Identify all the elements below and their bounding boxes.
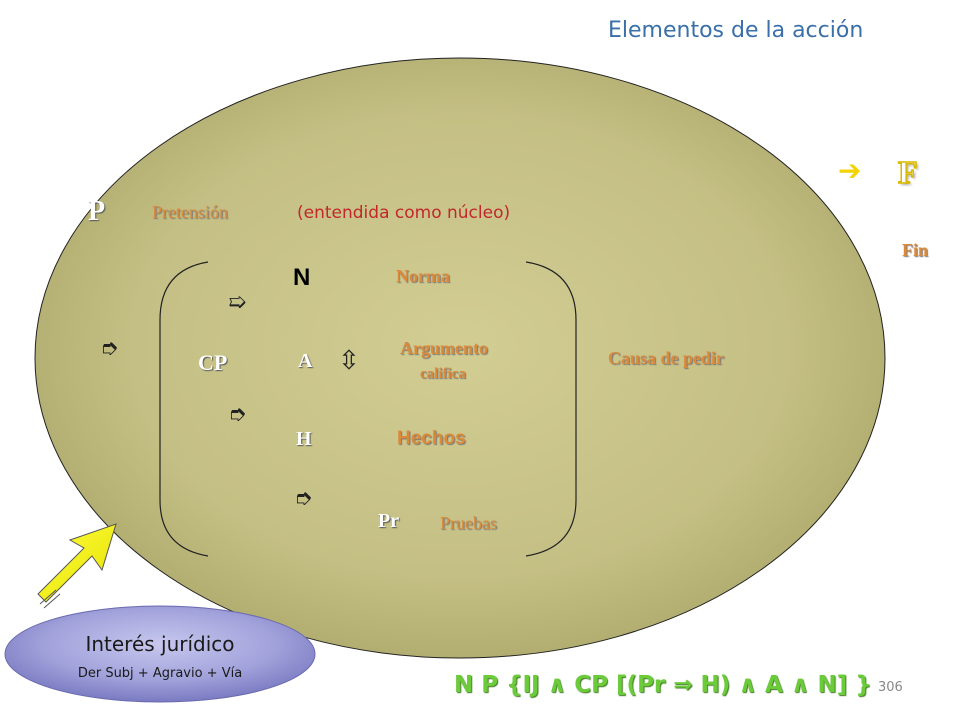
causa-de-pedir-label: Causa de pedir xyxy=(608,348,725,368)
cp-right-bracket xyxy=(525,261,577,557)
cp-letter: CP xyxy=(198,350,228,375)
norma-label: Norma xyxy=(396,266,450,286)
arrow-to-norma-icon: ➯ xyxy=(228,290,247,315)
interes-ellipse xyxy=(4,605,316,703)
cp-left-bracket xyxy=(159,261,209,557)
pruebas-label: Pruebas xyxy=(440,513,497,533)
formula: N P {IJ ∧ CP [(Pr ⇒ H) ∧ A ∧ N] } xyxy=(454,672,872,698)
argumento-label: Argumento xyxy=(400,338,488,358)
pretension-description: (entendida como núcleo) xyxy=(297,203,511,223)
pretension-label: Pretensión xyxy=(152,202,228,222)
pretension-ellipse xyxy=(34,57,886,659)
argumento-letter: A xyxy=(298,350,313,372)
fin-label: Fin xyxy=(902,240,929,260)
interes-title: Interés jurídico xyxy=(85,632,235,656)
right-arrow-icon: ➔ xyxy=(838,154,862,187)
fin-letter: F xyxy=(897,153,918,191)
pruebas-letter: Pr xyxy=(378,510,400,532)
page-number: 306 xyxy=(878,680,903,695)
hechos-letter: H xyxy=(296,428,312,450)
page-title: Elementos de la acción xyxy=(608,18,864,43)
arrow-to-cp-icon: ➮ xyxy=(100,336,119,361)
interes-subtitle: Der Subj + Agravio + Vía xyxy=(77,666,243,681)
arrow-to-pruebas-icon: ➮ xyxy=(294,486,313,511)
norma-letter: N xyxy=(293,264,311,291)
argumento-sub-label: califica xyxy=(420,366,466,382)
arrow-to-hechos-icon: ➮ xyxy=(228,402,247,427)
pretension-letter: P xyxy=(88,196,106,227)
interes-arrow xyxy=(37,523,117,609)
double-arrow-icon: ⇳ xyxy=(338,346,360,376)
hechos-label: Hechos xyxy=(397,428,466,449)
